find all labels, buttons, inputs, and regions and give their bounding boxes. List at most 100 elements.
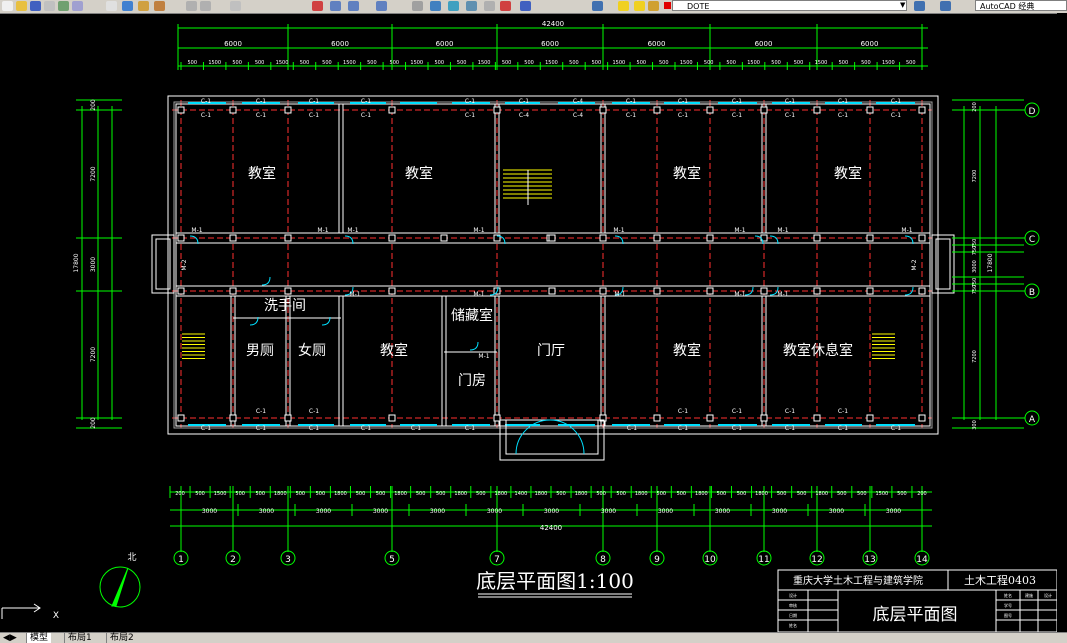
new-icon[interactable] [2, 1, 13, 11]
open-icon[interactable] [16, 1, 27, 11]
axis-label: 7 [494, 555, 500, 565]
dim-fine-top: 1500 [410, 60, 423, 66]
layer-lock-icon[interactable] [648, 1, 659, 11]
layer-previous-icon[interactable] [940, 1, 951, 11]
calculator-icon[interactable] [500, 1, 511, 11]
room-label-classroom3: 教室 [673, 165, 701, 182]
door-tag: M-1 [473, 291, 484, 298]
room-label-womens: 女厕 [298, 342, 326, 359]
dim-fine-bottom: 500 [657, 491, 667, 497]
dim-fine-top: 1500 [747, 60, 760, 66]
window-tag: C-1 [626, 98, 636, 105]
zoom-extents-icon[interactable] [376, 1, 387, 11]
floor-plan-linework [1, 24, 1057, 632]
title-block-field: 学号 [1004, 602, 1012, 608]
copy-icon[interactable] [122, 1, 133, 11]
preview-icon[interactable] [58, 1, 69, 11]
window-tag: C-1 [785, 408, 795, 415]
redo-icon[interactable] [200, 1, 211, 11]
tab-layout2[interactable]: 布局2 [106, 633, 137, 643]
axis-label: 13 [864, 555, 875, 565]
side-entrance [931, 234, 955, 294]
dim-fine-bottom: 500 [596, 491, 606, 497]
north-arrow-icon [111, 567, 129, 607]
window-tag: C-1 [519, 98, 529, 105]
tab-model[interactable]: 模型 [26, 633, 52, 643]
window-tag: C-1 [785, 425, 795, 432]
title-block-field: 姓名 [1004, 592, 1012, 598]
dim-bay-bottom: 3000 [316, 508, 331, 515]
dim-fine-top: 500 [839, 60, 849, 66]
door-tag: M-1 [317, 227, 328, 234]
axis-bubble [914, 550, 930, 566]
tab-nav-icon[interactable]: ◀▶ [0, 633, 20, 643]
dim-bay-top: 6000 [331, 40, 349, 48]
ucs-x-label: X [53, 611, 59, 621]
workspace-select[interactable]: AutoCAD 经典 [975, 0, 1067, 11]
window-tag: C-1 [891, 112, 901, 119]
dim-bay-top: 6000 [541, 40, 559, 48]
design-center-icon[interactable] [430, 1, 441, 11]
room-label-classroom6: 教室 [673, 342, 701, 359]
column [653, 106, 661, 114]
column [229, 106, 237, 114]
dim-fine-bottom: 1800 [635, 491, 648, 497]
dim-right: 7200 [972, 170, 978, 183]
undo-icon[interactable] [186, 1, 197, 11]
cut-icon[interactable] [106, 1, 117, 11]
axis-bubble [384, 550, 400, 566]
window-tag: C-1 [256, 98, 266, 105]
help-icon[interactable] [520, 1, 531, 11]
column [866, 234, 874, 242]
title-block-field: 审核 [789, 602, 797, 608]
zoom-realtime-icon[interactable] [312, 1, 323, 11]
zoom-window-icon[interactable] [330, 1, 341, 11]
layer-manager-icon[interactable] [592, 1, 603, 11]
save-icon[interactable] [30, 1, 41, 11]
door-tag: M-1 [349, 291, 360, 298]
tool-palette-icon[interactable] [448, 1, 459, 11]
room-label-classroom4: 教室 [834, 165, 862, 182]
column [599, 234, 607, 242]
properties-icon[interactable] [412, 1, 423, 11]
door-swing [249, 316, 259, 326]
match-prop-icon[interactable] [154, 1, 165, 11]
layer-select[interactable]: DOTE [672, 0, 907, 11]
title-block-field: 姓名 [789, 622, 797, 628]
column [229, 287, 237, 295]
tab-layout1[interactable]: 布局1 [64, 633, 95, 643]
north-arrow-circle [99, 566, 141, 608]
paste-icon[interactable] [138, 1, 149, 11]
window-tag: C-1 [838, 98, 848, 105]
chevron-down-icon[interactable]: ▼ [900, 1, 906, 9]
pan-icon[interactable] [230, 1, 241, 11]
window-tag: C-1 [256, 112, 266, 119]
zoom-previous-icon[interactable] [348, 1, 359, 11]
dim-fine-top: 1500 [276, 60, 289, 66]
door-swing [614, 286, 624, 296]
print-icon[interactable] [44, 1, 55, 11]
dim-fine-top: 500 [255, 60, 265, 66]
layer-freeze-icon[interactable] [634, 1, 645, 11]
publish-icon[interactable] [72, 1, 83, 11]
axis-label: 11 [758, 555, 769, 565]
door-tag: M-1 [478, 353, 489, 360]
markup-icon[interactable] [484, 1, 495, 11]
window-tag: C-1 [256, 408, 266, 415]
sheet-set-icon[interactable] [466, 1, 477, 11]
layer-on-icon[interactable] [618, 1, 629, 11]
window-tag: C-1 [678, 98, 688, 105]
room-label-classroom5: 教室 [380, 342, 408, 359]
dim-bay-bottom: 3000 [430, 508, 445, 515]
dim-total-top: 42400 [542, 20, 564, 28]
dim-bay-top: 6000 [436, 40, 454, 48]
column [388, 287, 396, 295]
column [760, 106, 768, 114]
plan-title: 底层平面图1:100 [476, 569, 634, 593]
dim-fine-bottom: 500 [797, 491, 807, 497]
dim-fine-bottom: 1800 [334, 491, 347, 497]
make-layer-current-icon[interactable] [914, 1, 925, 11]
door-swing [489, 286, 499, 296]
